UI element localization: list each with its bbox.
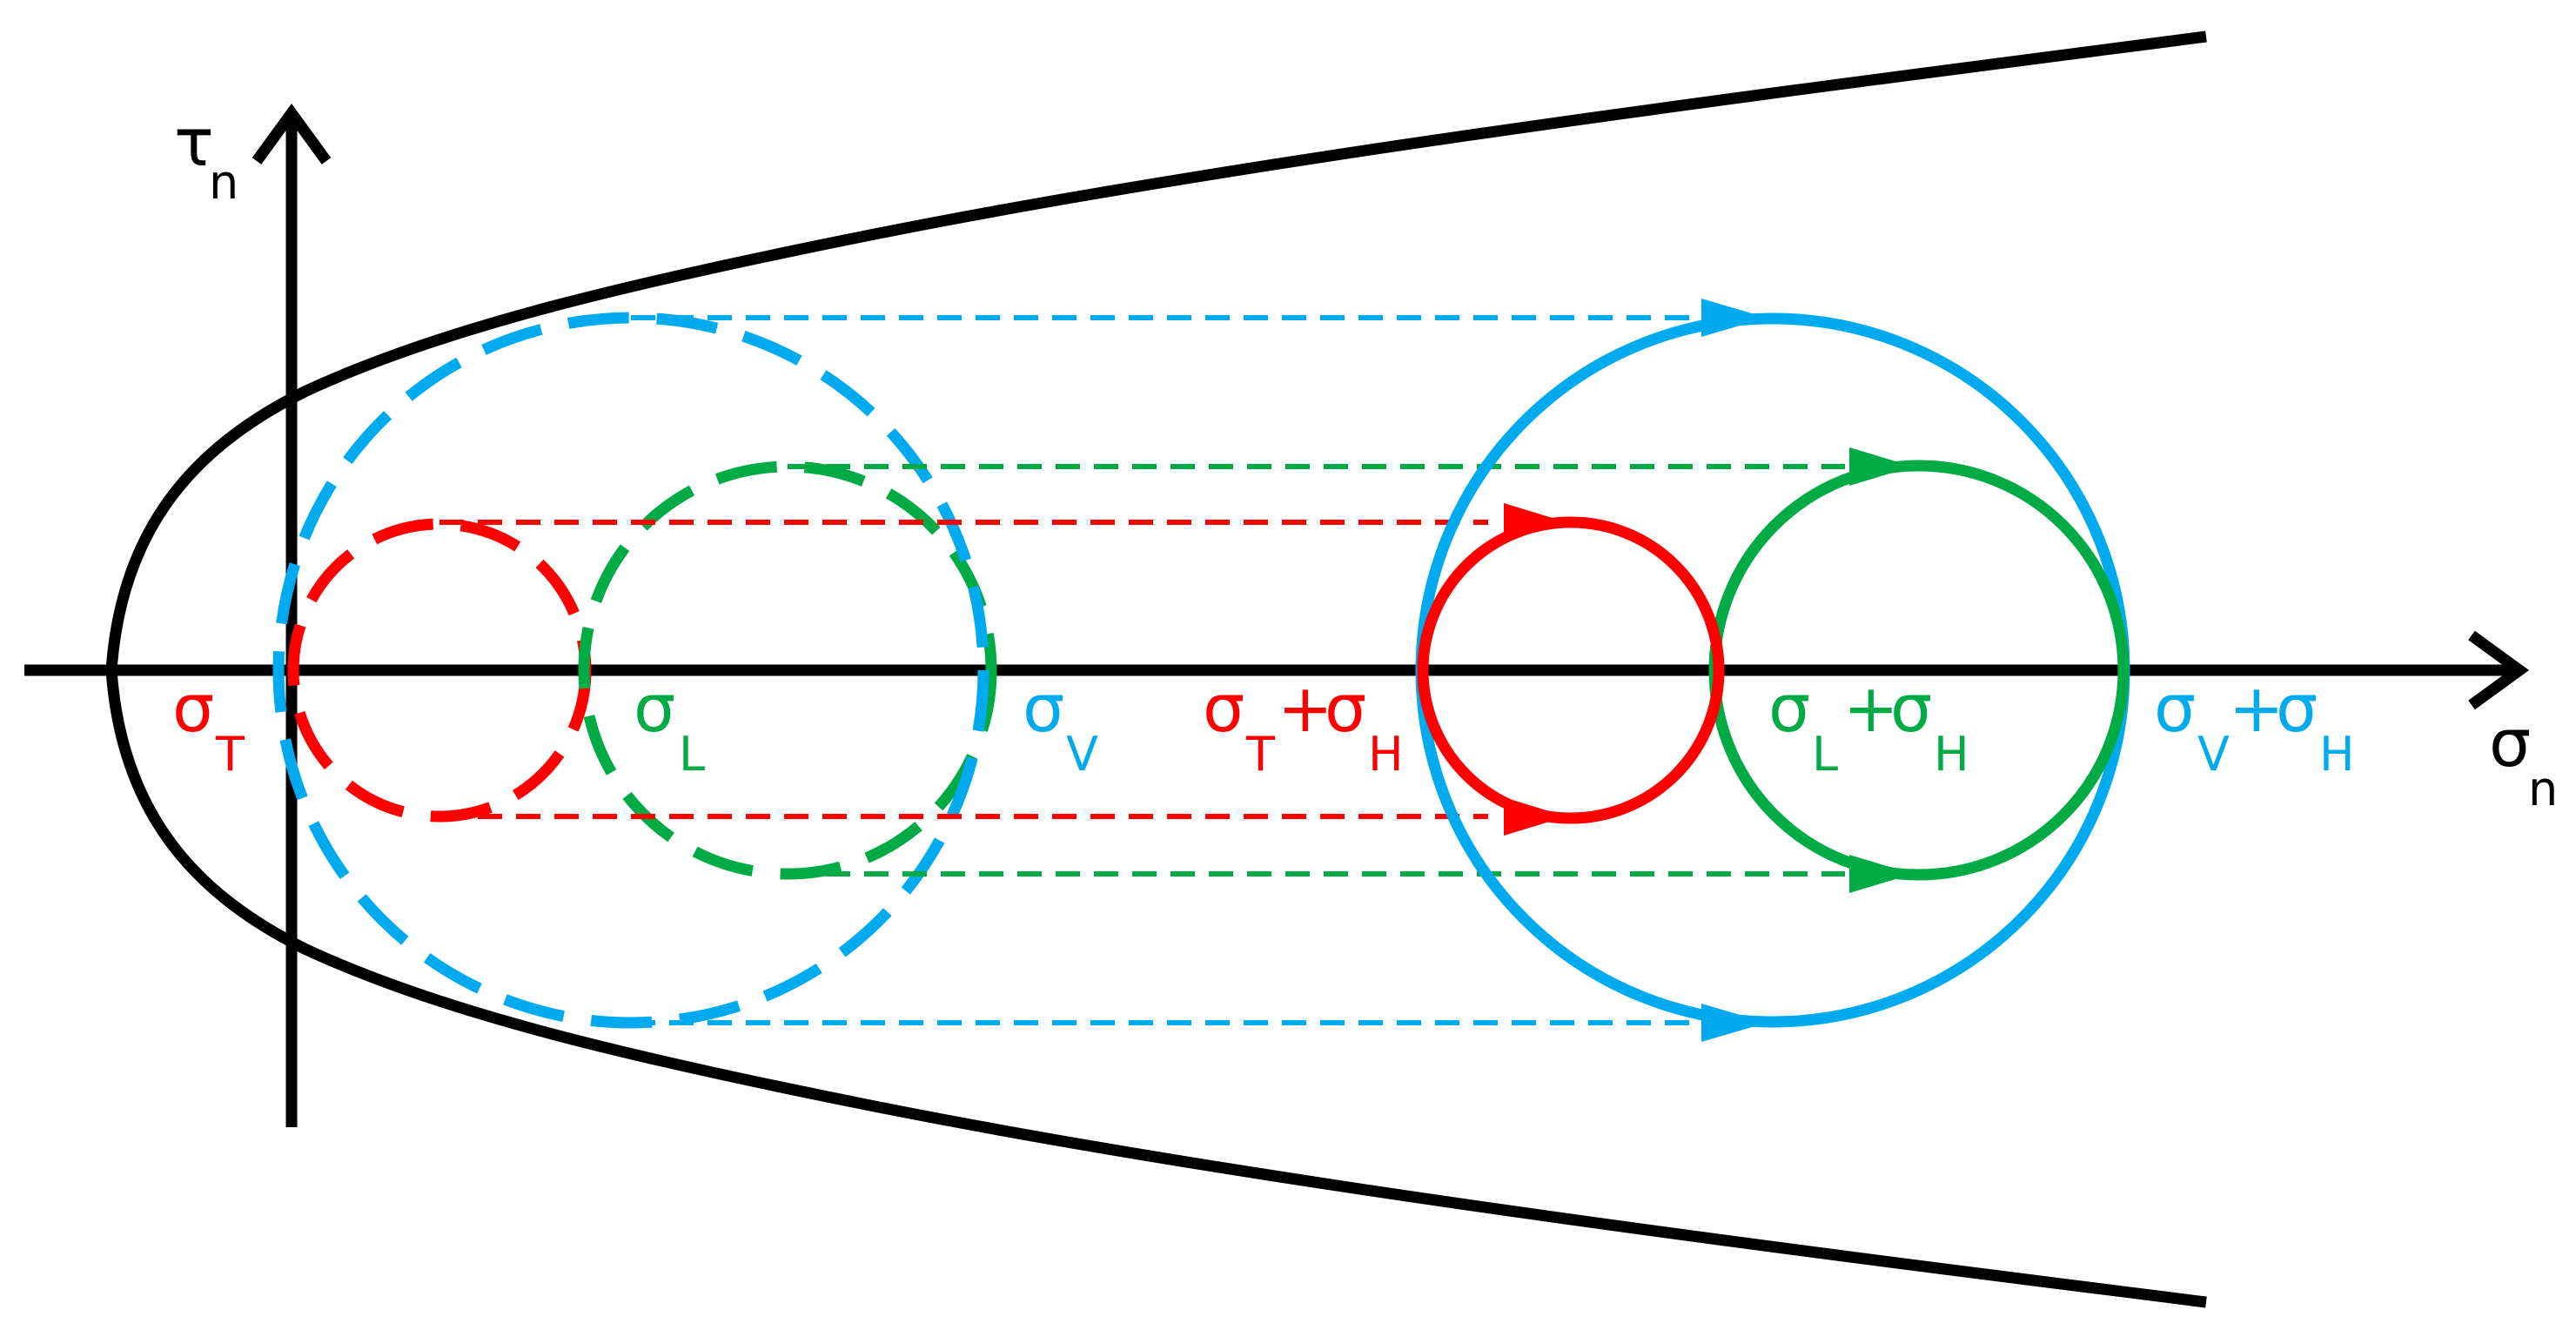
label-sigma-t: σ T bbox=[172, 669, 245, 782]
svg-text:σ: σ bbox=[1890, 669, 1932, 747]
tau-axis-label: τ bbox=[174, 104, 214, 181]
svg-text:+: + bbox=[1843, 669, 1899, 747]
svg-text:σ: σ bbox=[634, 669, 675, 747]
label-sigma-v-plus-sigma-h: σ V + σ H bbox=[2154, 669, 2355, 782]
svg-text:σ: σ bbox=[2276, 669, 2318, 747]
blue-translation-lines bbox=[631, 315, 1706, 1025]
tau-axis-subscript: n bbox=[209, 155, 238, 210]
svg-text:σ: σ bbox=[1203, 669, 1244, 747]
label-sigma-l-plus-sigma-h: σ L + σ H bbox=[1768, 669, 1969, 782]
svg-text:H: H bbox=[1934, 727, 1969, 782]
red-arrowheads bbox=[1504, 503, 1566, 836]
svg-text:V: V bbox=[2197, 727, 2230, 782]
svg-text:σ: σ bbox=[1768, 669, 1810, 747]
svg-text:+: + bbox=[2229, 669, 2284, 747]
label-sigma-t-plus-sigma-h: σ T + σ H bbox=[1203, 669, 1404, 782]
svg-text:T: T bbox=[1245, 727, 1276, 782]
sigma-axis-subscript: n bbox=[2528, 762, 2558, 816]
tau-axis bbox=[252, 103, 332, 1127]
svg-text:L: L bbox=[679, 727, 705, 782]
svg-text:V: V bbox=[1066, 727, 1098, 782]
svg-text:H: H bbox=[2319, 727, 2355, 782]
svg-text:σ: σ bbox=[2154, 669, 2196, 747]
svg-text:σ: σ bbox=[1325, 669, 1366, 747]
red-translation-lines bbox=[439, 520, 1488, 819]
svg-text:σ: σ bbox=[1023, 669, 1064, 747]
svg-text:L: L bbox=[1812, 727, 1838, 782]
svg-text:+: + bbox=[1278, 669, 1333, 747]
svg-text:T: T bbox=[215, 727, 245, 782]
svg-text:H: H bbox=[1368, 727, 1404, 782]
sigma-axis-label: σ bbox=[2489, 704, 2531, 782]
label-sigma-v: σ V bbox=[1023, 669, 1098, 782]
sigma-axis bbox=[24, 630, 2530, 710]
svg-text:σ: σ bbox=[172, 669, 214, 747]
green-arrowheads bbox=[1849, 447, 1913, 893]
label-sigma-l: σ L bbox=[634, 669, 705, 782]
blue-arrowheads bbox=[1701, 299, 1767, 1042]
green-translation-lines bbox=[788, 464, 1845, 877]
red-solid-circle bbox=[1417, 516, 1725, 824]
